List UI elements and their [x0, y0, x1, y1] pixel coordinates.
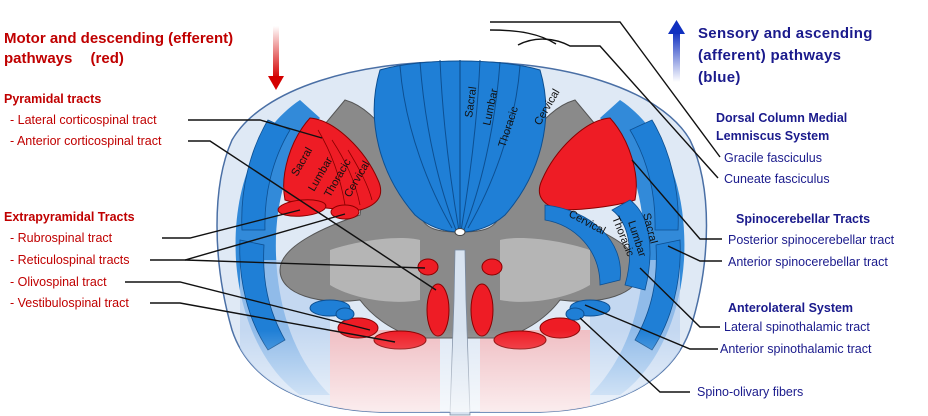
- motor-title-line1: Motor and descending (efferent): [4, 30, 233, 47]
- anterolateral-heading: Anterolateral System: [728, 301, 853, 315]
- leader-lines: [125, 21, 722, 393]
- leader-top-a: [490, 21, 721, 158]
- sensory-title-line3: (blue): [698, 69, 741, 86]
- dorsal-column-dividers: [399, 59, 521, 232]
- label-vestibulospinal: - Vestibulospinal tract: [10, 296, 129, 310]
- motor-title-line2: pathways (red): [4, 50, 124, 67]
- leader-vestibulospinal: [150, 302, 396, 343]
- leader-reticulospinal-b: [184, 259, 426, 269]
- dorsal-column-heading-line1: Dorsal Column Medial: [716, 111, 847, 125]
- label-cuneate-fasciculus: Cuneate fasciculus: [724, 172, 830, 186]
- spinocerebellar-heading: Spinocerebellar Tracts: [736, 212, 870, 226]
- label-rubrospinal: - Rubrospinal tract: [10, 231, 113, 245]
- leader-anterior-spinothalamic: [584, 304, 718, 350]
- leader-anterior-spinocerebellar: [667, 245, 722, 262]
- extrapyramidal-heading: Extrapyramidal Tracts: [4, 210, 135, 224]
- leader-spino-olivary: [579, 317, 690, 393]
- lcst-dividers: [317, 129, 373, 206]
- leader-anterior-corticospinal: [188, 140, 437, 291]
- leader-top-c: [489, 29, 557, 45]
- leader-rubrospinal: [162, 209, 301, 239]
- label-anterior-spinothalamic: Anterior spinothalamic tract: [720, 342, 872, 356]
- up-arrow-icon: [668, 20, 685, 82]
- grey-matter-inner: [330, 238, 420, 302]
- motor-title-color-note: (red): [91, 50, 124, 67]
- sensory-title-line1: Sensory and ascending: [698, 25, 873, 42]
- label-spino-olivary: Spino-olivary fibers: [697, 385, 803, 399]
- leader-lateral-corticospinal: [188, 119, 323, 139]
- motor-title-pathways: pathways: [4, 50, 72, 67]
- leader-posterior-spinocerebellar: [631, 159, 722, 240]
- dorsal-column-heading-line2: Lemniscus System: [716, 129, 829, 143]
- label-posterior-spinocerebellar: Posterior spinocerebellar tract: [728, 233, 895, 247]
- label-reticulospinal: - Reticulospinal tracts: [10, 253, 130, 267]
- label-olivospinal: - Olivospinal tract: [10, 275, 107, 289]
- down-arrow-icon: [268, 26, 284, 90]
- spinal-cord-cross-section: [216, 59, 708, 416]
- label-anterior-spinocerebellar: Anterior spinocerebellar tract: [728, 255, 888, 269]
- blue-tract-ovals: [309, 299, 611, 321]
- label-lateral-corticospinal: - Lateral corticospinal tract: [10, 113, 157, 127]
- label-lateral-spinothalamic: Lateral spinothalamic tract: [724, 320, 870, 334]
- leader-top-b: [517, 38, 719, 179]
- label-gracile-fasciculus: Gracile fasciculus: [724, 151, 822, 165]
- leader-lateral-spinothalamic: [639, 267, 720, 328]
- sensory-title-line2: (afferent) pathways: [698, 47, 841, 64]
- label-anterior-corticospinal: - Anterior corticospinal tract: [10, 134, 162, 148]
- left-lateral-corticospinal-tract: [283, 117, 382, 211]
- leader-olivospinal: [125, 281, 371, 331]
- pyramidal-heading: Pyramidal tracts: [4, 92, 101, 106]
- bottom-fade: [220, 330, 700, 412]
- dorsal-seg-sacral: Sacral: [463, 86, 479, 119]
- right-spinocerebellar-group: [544, 119, 681, 351]
- central-canal: [454, 228, 466, 236]
- left-spinocerebellar-group: [239, 119, 291, 351]
- grey-matter-inner-right: [500, 238, 590, 302]
